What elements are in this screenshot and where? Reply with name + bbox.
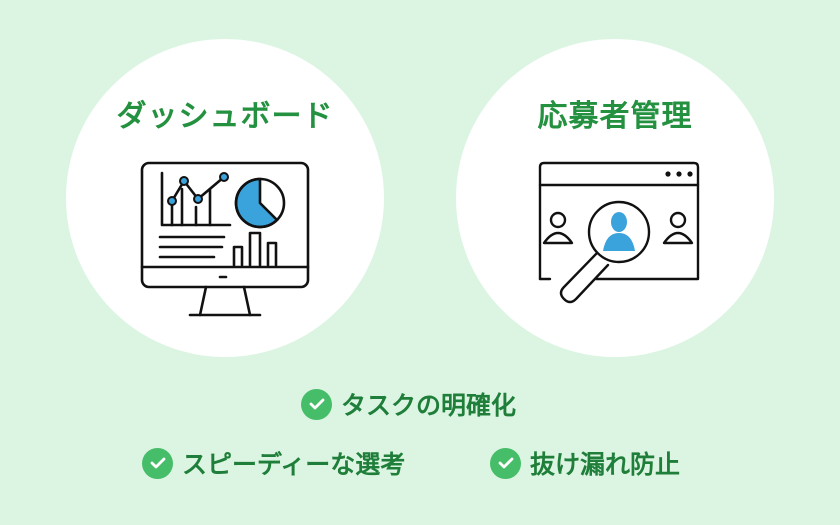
- check-circle-icon: [142, 447, 173, 479]
- applicant-search-icon: [538, 161, 700, 304]
- check-circle-icon: [490, 447, 521, 479]
- feature-label: スピーディーな選考: [182, 450, 406, 479]
- check-circle-icon: [301, 388, 332, 420]
- dashboard-card: ダッシュボード: [66, 39, 384, 357]
- monitor-dashboard-icon: [140, 161, 310, 317]
- feature-task-clarity: タスクの明確化: [301, 386, 516, 422]
- feature-omission-prevention: 抜け漏れ防止: [490, 445, 680, 481]
- feature-label: 抜け漏れ防止: [530, 450, 681, 479]
- applicant-management-card: 応募者管理: [456, 39, 774, 357]
- applicant-management-title: 応募者管理: [537, 99, 693, 134]
- dashboard-title: ダッシュボード: [116, 99, 334, 134]
- feature-label: タスクの明確化: [341, 391, 517, 420]
- feature-speedy-selection: スピーディーな選考: [142, 445, 405, 481]
